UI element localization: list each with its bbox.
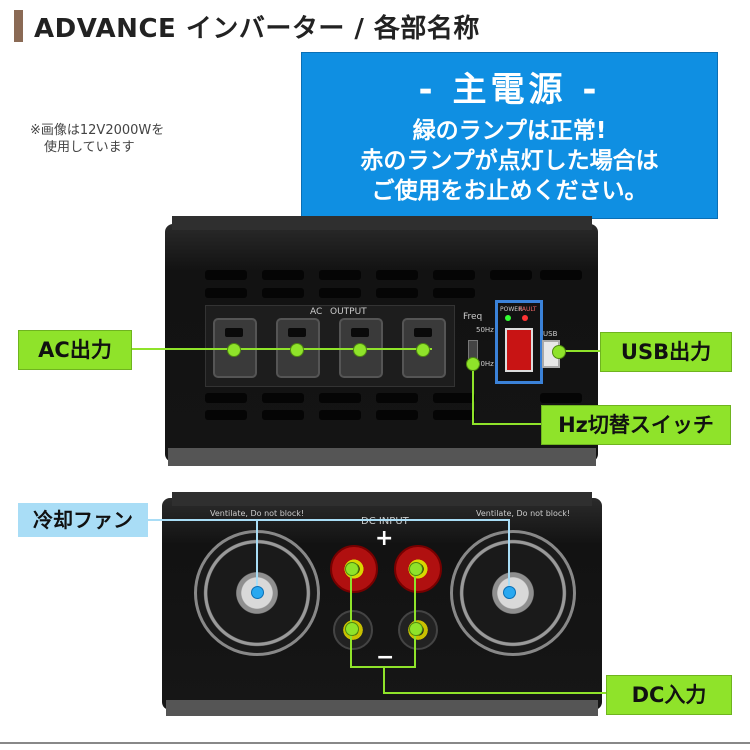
vent-slot xyxy=(262,393,304,403)
vent-slot xyxy=(319,288,361,298)
heatsink-fins-bottom xyxy=(172,492,592,506)
fan-leader-top xyxy=(258,519,510,521)
page-title: ADVANCE インバーター / 各部名称 xyxy=(34,14,480,44)
base-rail-bottom xyxy=(166,700,598,716)
main-power-switch[interactable] xyxy=(505,328,533,372)
vent-slot xyxy=(262,270,304,280)
hz50-label: 50Hz xyxy=(476,326,494,334)
usb-leader-line xyxy=(555,350,600,352)
outlet-slot xyxy=(225,328,243,337)
vent-slot xyxy=(433,393,475,403)
vent-slot xyxy=(433,288,475,298)
hz-leader-vertical xyxy=(472,362,474,424)
dc-marker-dot xyxy=(409,622,423,636)
dc-leader-drop xyxy=(383,666,385,694)
label-hz-switch: Hz切替スイッチ xyxy=(541,405,731,445)
base-rail-top xyxy=(168,448,596,466)
vent-slot xyxy=(262,288,304,298)
positive-sign: + xyxy=(375,526,394,551)
note-line-2: 使用しています xyxy=(44,140,135,155)
dc-leader-b xyxy=(414,568,416,668)
ac-marker-dot xyxy=(353,343,367,357)
fan-leader-left-h xyxy=(140,519,258,521)
ac-leader-line xyxy=(132,348,432,350)
vent-slot xyxy=(319,410,361,420)
dc-marker-dot xyxy=(409,562,423,576)
freq-label: Freq xyxy=(463,312,483,322)
outlet-slot xyxy=(288,328,306,337)
output-panel-label: OUTPUT xyxy=(330,307,367,317)
dc-marker-dot xyxy=(345,622,359,636)
header-accent-bar xyxy=(14,10,23,42)
label-cooling-fan: 冷却ファン xyxy=(18,503,148,537)
ac-marker-dot xyxy=(416,343,430,357)
callout-line-3: ご使用をお止めください。 xyxy=(371,178,648,204)
callout-line-1: 緑のランプは正常! xyxy=(412,118,607,144)
vent-slot xyxy=(376,393,418,403)
label-ac-output: AC出力 xyxy=(18,330,132,370)
dc-leader-out xyxy=(383,692,608,694)
vent-slot xyxy=(540,270,582,280)
image-note: ※画像は12V2000Wを 使用しています xyxy=(30,122,164,156)
dc-negative-terminal-1[interactable] xyxy=(333,610,373,650)
fan-leader-left-v xyxy=(256,519,258,591)
note-line-1: ※画像は12V2000Wを xyxy=(30,123,165,138)
main-power-callout xyxy=(301,52,718,219)
dc-marker-dot xyxy=(345,562,359,576)
usb-marker-dot xyxy=(552,345,566,359)
vent-slot xyxy=(205,270,247,280)
vent-slot xyxy=(376,410,418,420)
dc-leader-a xyxy=(350,568,352,668)
outlet-slot xyxy=(351,328,369,337)
power-led-icon xyxy=(505,315,511,321)
vent-slot xyxy=(262,410,304,420)
vent-slot xyxy=(376,270,418,280)
main-power-highlight xyxy=(495,300,543,384)
fan-marker-dot-left xyxy=(251,586,264,599)
bottom-divider xyxy=(0,742,750,744)
ac-panel-label: AC xyxy=(310,307,323,317)
hz-leader-horizontal xyxy=(472,423,542,425)
callout-title: - 主電源 - xyxy=(418,70,601,110)
vent-slot xyxy=(205,410,247,420)
hz-marker-dot xyxy=(466,357,480,371)
negative-sign: − xyxy=(376,645,395,670)
label-dc-input: DC入力 xyxy=(606,675,732,715)
ac-marker-dot xyxy=(290,343,304,357)
vent-slot xyxy=(319,270,361,280)
vent-slot xyxy=(376,288,418,298)
power-led-label: POWER xyxy=(500,306,523,313)
vent-warning-right: Ventilate, Do not block! xyxy=(476,509,571,518)
outlet-slot xyxy=(414,328,432,337)
dc-input-panel-label: DC INPUT xyxy=(361,516,409,527)
vent-slot xyxy=(540,393,582,403)
vent-slot xyxy=(205,288,247,298)
vent-slot xyxy=(205,393,247,403)
heatsink-fins-top xyxy=(172,216,592,230)
ac-marker-dot xyxy=(227,343,241,357)
fan-leader-right-v xyxy=(508,519,510,591)
fan-marker-dot-right xyxy=(503,586,516,599)
hz60-label: 60Hz xyxy=(476,360,494,368)
vent-warning-left: Ventilate, Do not block! xyxy=(210,509,305,518)
vent-slot xyxy=(319,393,361,403)
usb-panel-label: USB xyxy=(543,330,558,338)
fault-led-icon xyxy=(522,315,528,321)
vent-slot xyxy=(433,270,475,280)
fault-led-label: FAULT xyxy=(519,306,537,313)
callout-line-2: 赤のランプが点灯した場合は xyxy=(360,148,659,174)
vent-slot xyxy=(490,270,532,280)
vent-slot xyxy=(433,410,475,420)
label-usb-output: USB出力 xyxy=(600,332,732,372)
